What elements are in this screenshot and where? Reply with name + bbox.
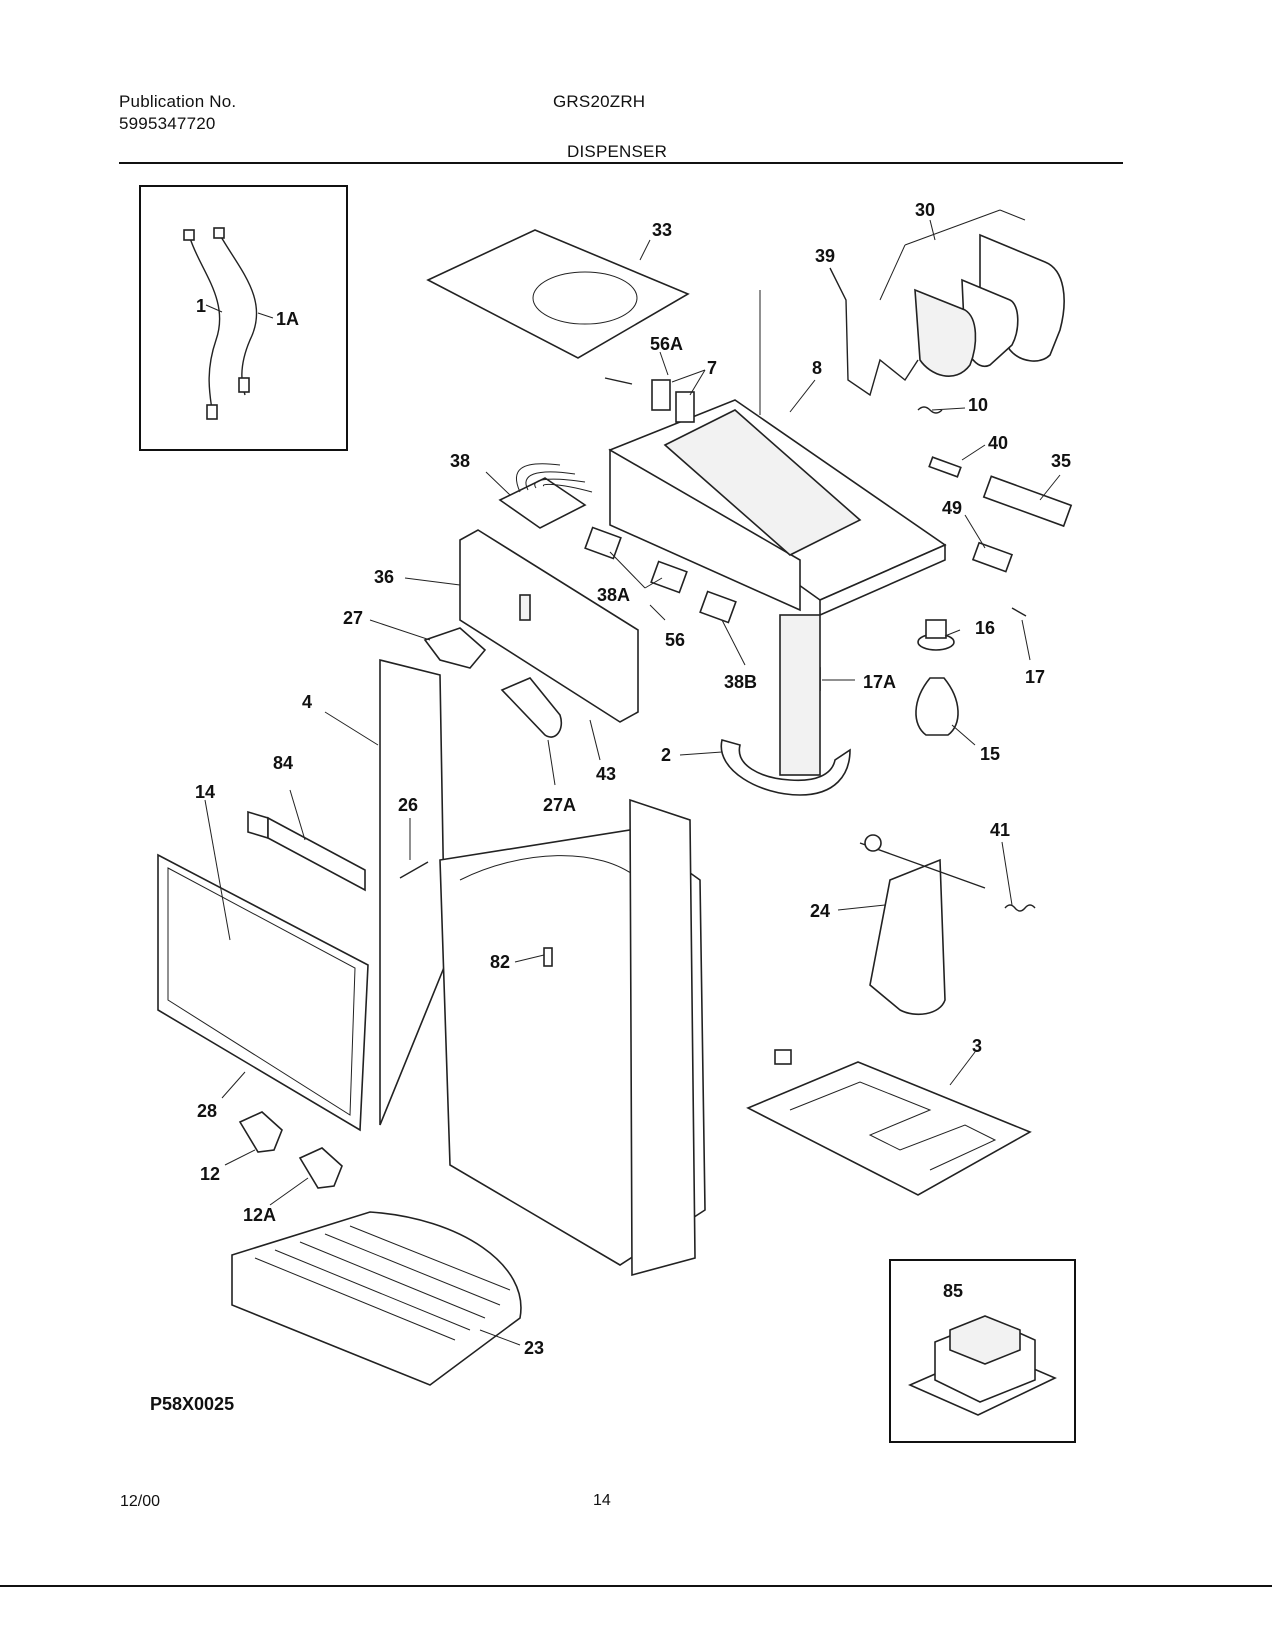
- part-3-heater: [746, 1049, 1032, 1196]
- part-label-49: 49: [942, 498, 962, 518]
- publication-label: Publication No.: [119, 92, 237, 111]
- part-label-82: 82: [490, 952, 510, 972]
- part-38A-switches: [584, 526, 737, 624]
- part-label-85: 85: [943, 1281, 963, 1301]
- part-label-1A: 1A: [276, 309, 299, 329]
- part-8-housing: [608, 290, 947, 617]
- footer-page-number: 14: [593, 1492, 611, 1509]
- part-23-tray: [231, 1211, 522, 1386]
- part-33-cover: [426, 229, 690, 359]
- part-38-board: [498, 463, 593, 529]
- part-label-43: 43: [596, 764, 616, 784]
- part-16-socket: [917, 619, 955, 651]
- header-rule: [119, 162, 1123, 164]
- part-35-holder: [982, 475, 1073, 528]
- part-label-16: 16: [975, 618, 995, 638]
- part-40: [928, 456, 962, 478]
- part-41-spring: [1004, 904, 1036, 912]
- part-27A: [500, 677, 563, 738]
- part-15-bulb: [915, 677, 959, 736]
- part-label-12A: 12A: [243, 1205, 276, 1225]
- part-label-3: 3: [972, 1036, 982, 1056]
- part-label-12: 12: [200, 1164, 220, 1184]
- part-2-chute: [720, 614, 851, 796]
- part-label-28: 28: [197, 1101, 217, 1121]
- part-label-17: 17: [1025, 667, 1045, 687]
- part-label-26: 26: [398, 795, 418, 815]
- part-label-17A: 17A: [863, 672, 896, 692]
- part-label-7: 7: [707, 358, 717, 378]
- publication-number: 5995347720: [119, 114, 216, 133]
- part-24-paddle: [859, 834, 986, 1016]
- part-17-screw: [1011, 607, 1027, 617]
- part-label-23: 23: [524, 1338, 544, 1358]
- part-label-30: 30: [915, 200, 935, 220]
- wire-harness-drawing: [183, 227, 258, 420]
- part-label-84: 84: [273, 753, 293, 773]
- part-27: [423, 627, 487, 669]
- part-label-27A: 27A: [543, 795, 576, 815]
- part-82-screw: [543, 947, 553, 967]
- front-right-panel: [629, 798, 696, 1277]
- part-36-panel: [459, 529, 639, 723]
- part-39-wire: [829, 267, 919, 397]
- part-label-38: 38: [450, 451, 470, 471]
- part-85-transformer: [908, 1315, 1057, 1416]
- part-85-inset-box: [889, 1259, 1076, 1443]
- part-label-39: 39: [815, 246, 835, 266]
- part-label-36: 36: [374, 567, 394, 587]
- part-label-38B: 38B: [724, 672, 757, 692]
- part-label-56A: 56A: [650, 334, 683, 354]
- leader-lines: [204, 219, 1061, 1346]
- part-84-strip: [247, 810, 366, 892]
- part-label-1: 1: [196, 296, 206, 316]
- part-12A-clip: [298, 1147, 343, 1189]
- footer-date: 12/00: [120, 1493, 161, 1510]
- part-label-8: 8: [812, 358, 822, 378]
- part-26-screw: [399, 861, 429, 879]
- part-label-4: 4: [302, 692, 312, 712]
- part-4-side-panel: [379, 658, 446, 1126]
- part-30-bezel: [879, 209, 1065, 377]
- part-label-24: 24: [810, 901, 830, 921]
- part-49-bracket: [971, 541, 1014, 573]
- part-7-clips: [604, 377, 695, 423]
- part-label-27: 27: [343, 608, 363, 628]
- model-number: GRS20ZRH: [553, 92, 646, 111]
- part-label-14: 14: [195, 782, 215, 802]
- part-label-56: 56: [665, 630, 685, 650]
- part-label-33: 33: [652, 220, 672, 240]
- wire-inset-box: [139, 185, 348, 451]
- section-title: DISPENSER: [567, 142, 668, 161]
- part-label-10: 10: [968, 395, 988, 415]
- part-label-35: 35: [1051, 451, 1071, 471]
- part-label-41: 41: [990, 820, 1010, 840]
- part-12-clip: [238, 1111, 283, 1153]
- part-label-2: 2: [661, 745, 671, 765]
- part-label-40: 40: [988, 433, 1008, 453]
- part-label-38A: 38A: [597, 585, 630, 605]
- diagram-code: P58X0025: [150, 1394, 235, 1414]
- part-14-door: [157, 853, 369, 1132]
- part-label-15: 15: [980, 744, 1000, 764]
- footer-rule: [0, 1585, 1272, 1587]
- part-10-spring: [917, 406, 943, 414]
